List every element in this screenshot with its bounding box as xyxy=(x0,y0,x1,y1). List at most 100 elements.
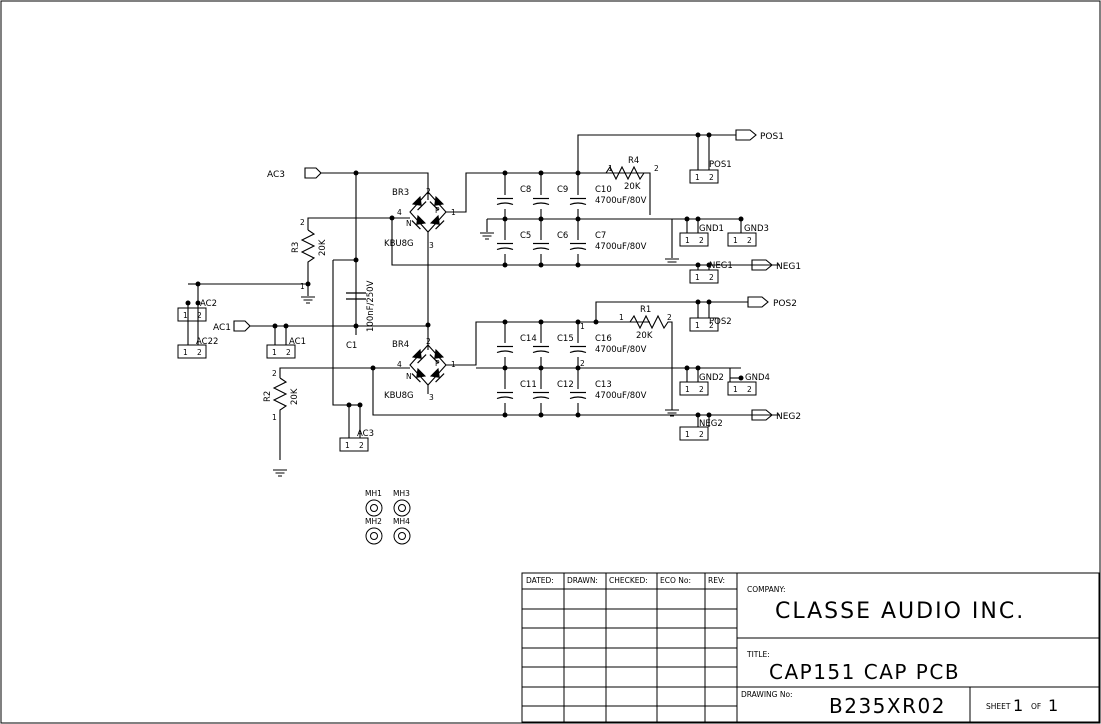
port-pos2[interactable]: POS2 xyxy=(747,296,797,309)
revision-table: DATED: DRAWN: CHECKED: ECO No: REV: xyxy=(522,573,738,722)
port-ac1-label: AC1 xyxy=(213,323,231,333)
svg-text:2: 2 xyxy=(197,348,202,357)
br4-pin4: 4 xyxy=(397,360,402,369)
header-neg2: 1 2 NEG2 xyxy=(679,419,723,441)
header-gnd1: 1 2 GND1 xyxy=(679,224,724,247)
drawing-no-label: DRAWING No: xyxy=(741,690,793,699)
svg-text:2: 2 xyxy=(286,348,291,357)
header-ac2: 1 2 AC2 xyxy=(177,299,217,322)
svg-text:2: 2 xyxy=(197,311,202,320)
br3-ref: BR3 xyxy=(392,188,409,198)
br4-part: KBU8G xyxy=(384,391,414,401)
svg-text:2: 2 xyxy=(747,385,752,394)
header-gnd3: 1 2 GND3 xyxy=(727,224,769,247)
header-ac22-label: AC22 xyxy=(196,337,218,347)
drawing-number: B235XR02 xyxy=(829,694,946,718)
bridge-br4: BR4 KBU8G 2 4 1 3 N P xyxy=(384,337,456,402)
svg-text:1: 1 xyxy=(695,321,700,330)
r4-value: 20K xyxy=(624,182,641,192)
br4-pin3: 3 xyxy=(429,393,434,402)
r4-ref: R4 xyxy=(628,156,639,166)
svg-text:2: 2 xyxy=(272,369,277,378)
br3-pin2: 2 xyxy=(426,187,431,196)
cap-c6: C6 xyxy=(557,231,568,241)
cap-c8: C8 xyxy=(520,185,531,195)
svg-text:2: 2 xyxy=(709,321,714,330)
header-gnd3-label: GND3 xyxy=(744,224,769,234)
cap-c10: C10 xyxy=(595,185,612,195)
mounting-hole-mh4: MH4 xyxy=(393,517,411,545)
svg-text:2: 2 xyxy=(359,441,364,450)
svg-text:1: 1 xyxy=(183,311,188,320)
br3-p: P xyxy=(435,206,440,215)
drawing-title: CAP151 CAP PCB xyxy=(769,660,960,684)
port-pos1[interactable]: POS1 xyxy=(735,129,784,142)
header-neg1-label: NEG1 xyxy=(709,261,733,271)
header-gnd4-label: GND4 xyxy=(745,373,770,383)
svg-text:1: 1 xyxy=(695,273,700,282)
sheet-total: 1 xyxy=(1048,696,1058,715)
port-ac1[interactable]: AC1 xyxy=(213,320,251,333)
company-label: COMPANY: xyxy=(747,585,786,594)
header-ac22: 1 2 AC22 xyxy=(177,337,218,359)
sheet-number: 1 xyxy=(1013,696,1023,715)
col-eco: ECO No: xyxy=(660,576,691,585)
col-drawn: DRAWN: xyxy=(567,576,598,585)
br4-n: N xyxy=(406,372,412,381)
svg-text:2: 2 xyxy=(300,218,305,227)
header-gnd2: 1 2 GND2 xyxy=(679,373,724,396)
r3-value: 20K xyxy=(318,239,328,256)
col-checked: CHECKED: xyxy=(609,576,648,585)
header-ac3-label: AC3 xyxy=(357,429,374,439)
svg-text:1: 1 xyxy=(300,282,305,291)
svg-text:1: 1 xyxy=(580,322,585,331)
svg-text:2: 2 xyxy=(747,236,752,245)
port-neg1[interactable]: NEG1 xyxy=(751,259,801,272)
svg-text:2: 2 xyxy=(654,164,659,173)
header-pos2-label: POS2 xyxy=(709,317,732,327)
r2-value: 20K xyxy=(290,388,300,405)
r2-ref: R2 xyxy=(263,391,273,402)
company-name: CLASSE AUDIO INC. xyxy=(775,599,1025,624)
svg-text:MH4: MH4 xyxy=(393,517,410,526)
svg-text:1: 1 xyxy=(685,385,690,394)
title-label: TITLE: xyxy=(746,650,770,659)
title-block: DATED: DRAWN: CHECKED: ECO No: REV: COMP… xyxy=(521,572,1100,723)
br4-ref: BR4 xyxy=(392,340,409,350)
svg-text:1: 1 xyxy=(619,313,624,322)
svg-text:MH3: MH3 xyxy=(393,489,410,498)
svg-text:1: 1 xyxy=(733,385,738,394)
sheet-label: SHEET xyxy=(986,702,1011,711)
port-neg2[interactable]: NEG2 xyxy=(751,409,801,422)
resistor-r4: R4 20K 1 2 xyxy=(600,156,659,215)
svg-text:1: 1 xyxy=(272,413,277,422)
cap-c5: C5 xyxy=(520,231,531,241)
svg-text:1: 1 xyxy=(685,236,690,245)
header-pos2: 1 2 POS2 xyxy=(689,317,732,332)
c1-value: 100nF/250V xyxy=(366,280,376,332)
capacitor-c1: 100nF/250V C1 xyxy=(333,257,376,351)
cap-c14: C14 xyxy=(520,334,537,344)
mounting-hole-mh2: MH2 xyxy=(365,517,383,545)
svg-text:MH1: MH1 xyxy=(365,489,382,498)
port-neg1-label: NEG1 xyxy=(776,262,801,272)
header-ac2-label: AC2 xyxy=(200,299,217,309)
cap-c16: C16 xyxy=(595,334,612,344)
svg-text:2: 2 xyxy=(667,313,672,322)
r1-ref: R1 xyxy=(640,305,651,315)
resistor-r1: R1 20K 1 2 xyxy=(619,305,673,405)
svg-text:1: 1 xyxy=(345,441,350,450)
cap-c13: C13 xyxy=(595,380,612,390)
cap-c10-value: 4700uF/80V xyxy=(595,196,647,206)
svg-text:2: 2 xyxy=(709,173,714,182)
bottom-rectifier-section: AC1 100nF/250V C1 xyxy=(185,257,801,477)
col-dated: DATED: xyxy=(526,576,554,585)
port-ac3[interactable]: AC3 xyxy=(267,167,322,180)
col-rev: REV: xyxy=(708,576,725,585)
r1-value: 20K xyxy=(636,331,653,341)
br3-pin3: 3 xyxy=(429,241,434,250)
svg-text:1: 1 xyxy=(608,164,613,173)
mounting-hole-mh1: MH1 xyxy=(365,489,383,517)
svg-text:1: 1 xyxy=(733,236,738,245)
